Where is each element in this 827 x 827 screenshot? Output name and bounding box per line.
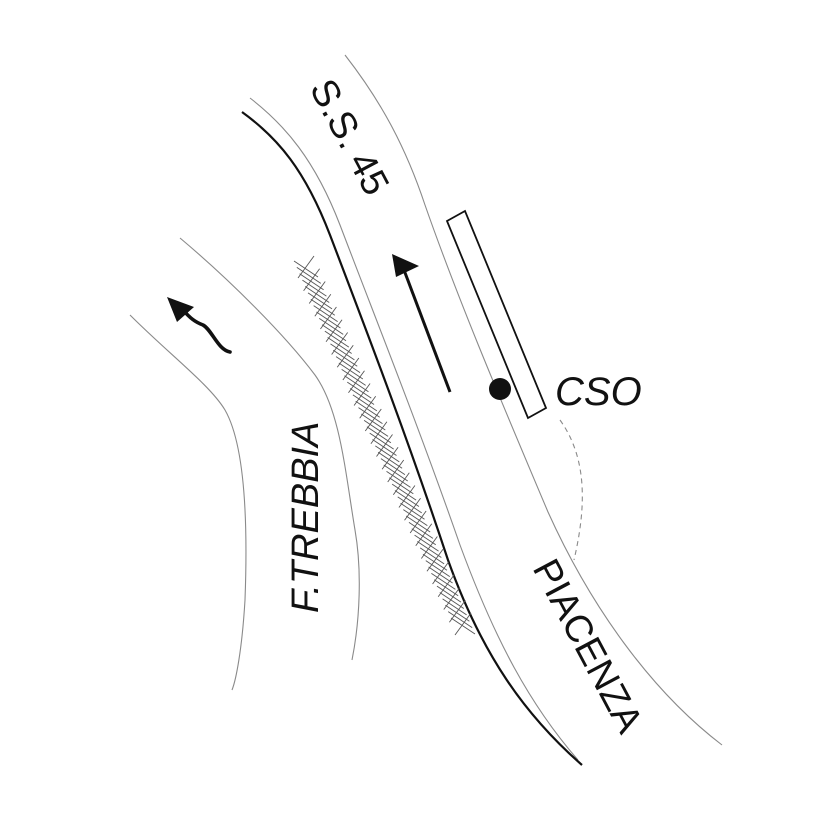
hatch-stroke [411, 528, 436, 546]
hatch-stroke [366, 426, 392, 444]
hatch-stroke [400, 502, 425, 520]
hatch-stroke [372, 439, 397, 456]
hatch-stroke [335, 356, 361, 373]
hatch-stroke [304, 286, 330, 303]
hatch-stroke [313, 305, 338, 322]
hatch-stroke [338, 362, 364, 380]
hatch-stroke [296, 267, 322, 284]
hatch-stroke [414, 534, 439, 552]
hatch-stroke [363, 420, 389, 437]
cso-label: CSO [555, 370, 642, 414]
hatch-stroke [447, 611, 473, 628]
hatch-stroke [431, 573, 456, 590]
hatch-stroke [391, 483, 417, 501]
hatch-stroke [321, 324, 347, 342]
hatch-stroke [408, 522, 434, 539]
hatch-stroke [397, 496, 422, 514]
hatch-stroke [344, 375, 369, 393]
curved-arrow-icon [167, 297, 232, 354]
hatch-stroke [425, 560, 451, 577]
hatch-stroke [358, 407, 383, 424]
hatch-stroke [318, 318, 344, 335]
hatch-stroke [302, 279, 327, 297]
hatch-stroke [375, 445, 400, 463]
hatch-stroke [361, 413, 386, 431]
hatch-stroke [422, 553, 448, 571]
hatch-stroke [369, 432, 394, 450]
road-label: S.S. 45 [301, 73, 397, 203]
hatch-stroke [442, 598, 467, 616]
hatch-stroke [450, 617, 476, 635]
hatch-stroke [293, 260, 319, 278]
hatch-stroke [433, 579, 459, 597]
road-far-edge-line [344, 54, 723, 746]
hatch-stroke [327, 337, 352, 354]
hatch-stroke [389, 477, 414, 495]
river-right-bank [179, 237, 360, 661]
hatch-stroke [316, 311, 341, 329]
hatch-stroke [352, 394, 378, 412]
road-edge-thick-line [241, 111, 583, 766]
hatch-stroke [347, 381, 372, 399]
hatch-stroke [436, 585, 462, 603]
hatch-stroke [439, 592, 465, 609]
hatch-stroke [428, 566, 453, 584]
cso-rectangle [445, 209, 548, 420]
hatch-stroke [454, 612, 472, 636]
hatch-stroke [445, 604, 470, 622]
hatch-stroke [355, 400, 380, 418]
river-left-bank [129, 314, 247, 691]
hatch-stroke [394, 490, 420, 507]
hatch-stroke [349, 388, 375, 405]
hatch-stroke [383, 464, 408, 482]
hatch-stroke [310, 298, 336, 316]
hatch-stroke [405, 515, 431, 533]
hatch-stroke [330, 343, 355, 361]
hatch-stroke [377, 451, 403, 469]
river-label: F.TREBBIA [285, 422, 327, 613]
city-label: PIACENZA [524, 553, 651, 741]
filled-circle-icon [489, 378, 511, 400]
hatch-stroke [333, 349, 358, 367]
hatch-stroke [386, 471, 411, 488]
hatch-stroke [324, 330, 350, 348]
hatch-stroke [403, 509, 428, 526]
hatch-stroke [341, 369, 366, 386]
hatch-stroke [419, 547, 445, 565]
cso-dashed-boundary [559, 419, 583, 561]
hatch-stroke [417, 541, 442, 558]
road-outer-thin-line [249, 97, 579, 761]
hatch-stroke [307, 292, 333, 310]
arrow-up-icon [392, 254, 452, 393]
hatch-stroke [380, 458, 406, 475]
hatch-stroke [299, 273, 324, 291]
hatched-embankment [293, 255, 476, 636]
